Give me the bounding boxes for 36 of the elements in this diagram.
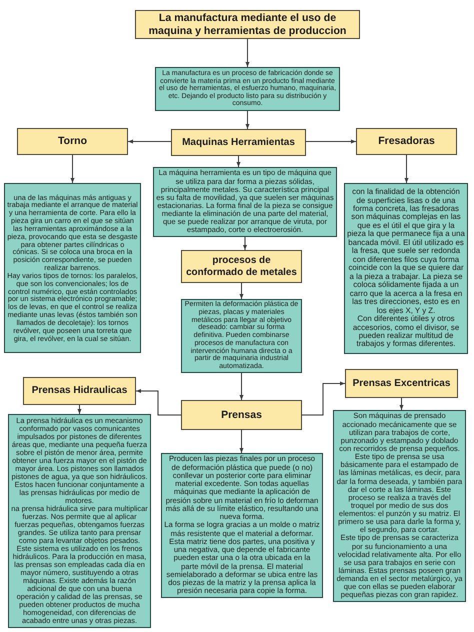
arrow: [78, 404, 82, 414]
arrow: [246, 38, 250, 68]
arrow: [404, 154, 408, 184]
topic-heading: Maquinas Herramientas: [181, 136, 296, 148]
arrow: [128, 140, 172, 144]
topic-heading: Prensas: [220, 408, 263, 422]
topic-box: [17, 128, 128, 155]
arrow: [236, 156, 240, 168]
topic-heading: Prensas Excentricas: [352, 378, 452, 390]
topic-box: [23, 377, 136, 405]
arrow: [306, 140, 356, 144]
arrow: [70, 154, 74, 184]
topic-heading: Prensas Hidraulicas: [30, 385, 128, 397]
arrow: [246, 110, 250, 130]
topic-heading: Torno: [57, 135, 88, 148]
topic-heading: procesos de conformado de metales: [186, 255, 297, 278]
arrow: [240, 430, 244, 454]
arrow: [136, 389, 182, 416]
description-box: [344, 183, 468, 354]
topic-box: [171, 129, 306, 156]
topic-box: [181, 250, 302, 283]
arrow: [400, 398, 404, 410]
description-box: [8, 414, 151, 628]
topic-box: [356, 128, 457, 155]
description-box: [161, 453, 323, 598]
arrow: [240, 372, 244, 400]
arrow: [243, 236, 247, 250]
description-box: [333, 410, 466, 602]
arrow: [302, 382, 346, 416]
topic-heading: Fresadoras: [377, 135, 436, 148]
title-box: [135, 10, 360, 39]
title-heading: La manufactura mediante el uso de maquina y herramientas de produccion: [148, 12, 348, 37]
topic-box: [345, 369, 458, 398]
arrow: [240, 282, 244, 300]
description-box: [4, 183, 141, 353]
topic-box: [181, 400, 302, 430]
